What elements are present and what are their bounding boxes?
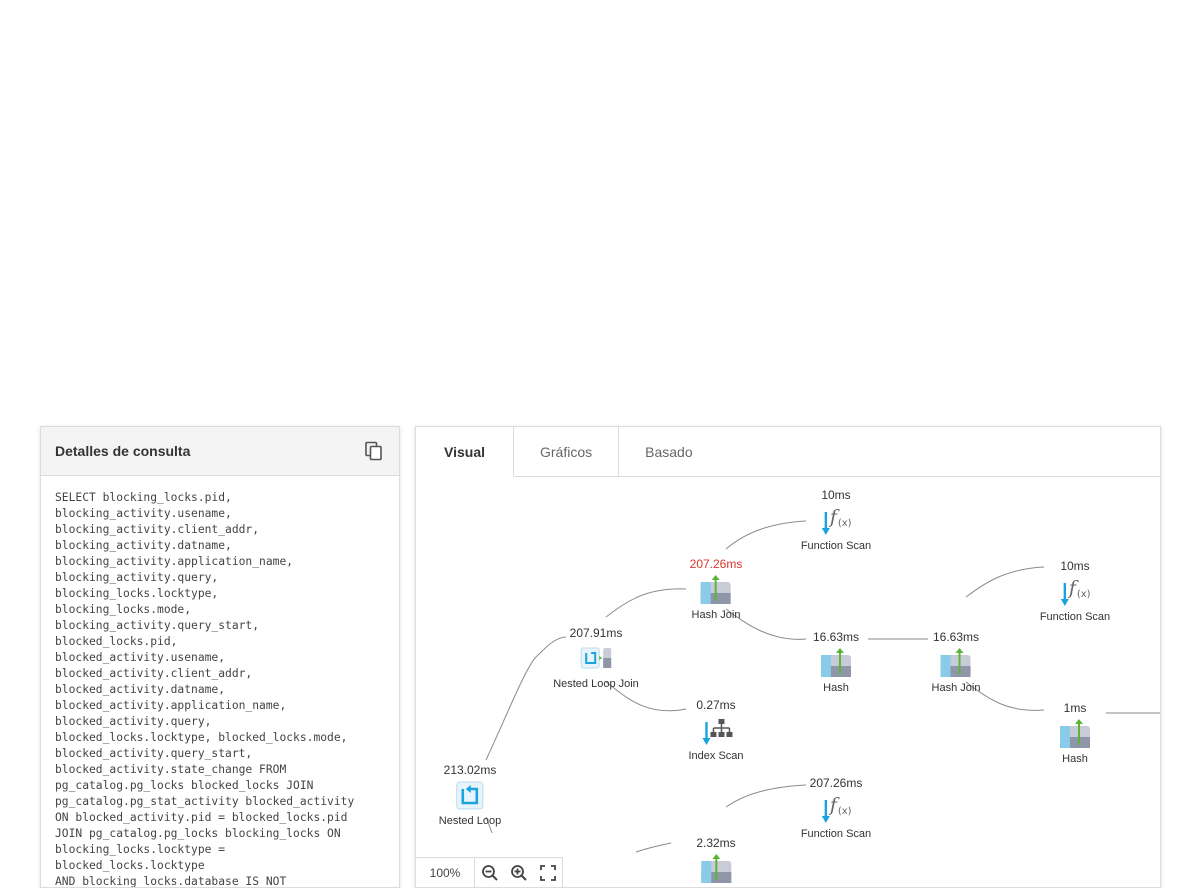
- node-time: 10ms: [1060, 559, 1090, 573]
- hash-icon: [1060, 719, 1090, 748]
- node-time: 213.02ms: [443, 763, 497, 777]
- copy-icon[interactable]: [363, 440, 385, 462]
- function-scan-icon: f (x): [821, 794, 852, 823]
- link: [725, 608, 807, 640]
- node-label: Hash Join: [691, 609, 741, 621]
- svg-text:f: f: [1067, 577, 1079, 599]
- tab-graficos[interactable]: Gráficos: [514, 427, 620, 476]
- node-label: Hash: [823, 682, 849, 694]
- function-scan-icon: f (x): [1060, 577, 1091, 606]
- plan-node-index-scan[interactable]: 0.27ms Index Scan: [688, 698, 743, 762]
- svg-text:(x): (x): [838, 806, 852, 817]
- node-time: 16.63ms: [932, 630, 980, 644]
- hash-join-icon: [700, 854, 731, 883]
- svg-text:f: f: [828, 506, 840, 528]
- link: [605, 681, 687, 712]
- svg-text:f: f: [828, 794, 840, 816]
- nested-loop-icon: [456, 781, 484, 810]
- plan-node-nested-loop[interactable]: 213.02ms Nested Loop: [439, 763, 501, 827]
- nested-loop-join-icon: [580, 647, 611, 669]
- plan-links: [485, 520, 1160, 853]
- function-scan-icon: f (x): [821, 506, 852, 535]
- plan-canvas[interactable]: 213.02ms Nested Loop 207.91ms Nested Loo…: [416, 477, 1160, 887]
- plan-node-hash-2[interactable]: 1ms Hash: [1057, 701, 1093, 765]
- plan-node-function-scan-3[interactable]: 207.26ms f (x) Function Scan: [801, 776, 871, 840]
- node-label: Hash: [1062, 753, 1088, 765]
- query-details-title: Detalles de consulta: [55, 443, 191, 459]
- tab-visual[interactable]: Visual: [416, 427, 514, 477]
- node-time: 0.27ms: [696, 698, 736, 712]
- fullscreen-icon[interactable]: [533, 858, 562, 887]
- node-label: Index Scan: [688, 750, 744, 762]
- node-time: 16.63ms: [812, 630, 860, 644]
- node-time: 10ms: [821, 488, 851, 502]
- execution-plan-panel: Visual Gráficos Basado 213.02ms: [415, 426, 1161, 888]
- zoom-in-icon[interactable]: [504, 858, 533, 887]
- plan-node-partial[interactable]: 2.32ms: [696, 836, 736, 886]
- plan-tabs: Visual Gráficos Basado: [416, 427, 1160, 477]
- node-time: 207.26ms: [809, 776, 863, 790]
- svg-text:(x): (x): [838, 518, 852, 529]
- zoom-out-icon[interactable]: [475, 858, 504, 887]
- link: [965, 681, 1045, 711]
- node-time: 207.91ms: [569, 626, 623, 640]
- sql-query-text: SELECT blocking_locks.pid, blocking_acti…: [55, 491, 355, 888]
- node-time: 2.32ms: [696, 836, 736, 850]
- node-label: Function Scan: [800, 828, 872, 840]
- query-details-panel: Detalles de consulta SELECT blocking_loc…: [40, 426, 400, 888]
- link: [635, 842, 672, 853]
- plan-node-function-scan-2[interactable]: 10ms f (x) Function Scan: [1040, 559, 1110, 623]
- plan-node-nested-loop-join[interactable]: 207.91ms Nested Loop Join: [553, 626, 639, 690]
- link: [725, 784, 807, 808]
- node-time: 1ms: [1063, 701, 1087, 715]
- plan-node-function-scan-1[interactable]: 10ms f (x) Function Scan: [801, 488, 871, 552]
- zoom-controls: 100%: [416, 857, 563, 887]
- link: [965, 566, 1045, 598]
- link: [485, 636, 567, 761]
- node-label: Function Scan: [1039, 611, 1111, 623]
- node-label: Nested Loop Join: [553, 678, 639, 690]
- link: [725, 520, 807, 550]
- hash-icon: [821, 648, 851, 677]
- link: [605, 588, 687, 618]
- zoom-level: 100%: [416, 858, 475, 887]
- index-scan-icon: [701, 719, 732, 745]
- link: [485, 816, 493, 834]
- plan-node-hash-1[interactable]: 16.63ms Hash: [813, 630, 859, 694]
- hash-join-icon: [700, 575, 731, 604]
- tab-basado[interactable]: Basado: [645, 443, 693, 460]
- node-label: Nested Loop: [438, 815, 502, 827]
- plan-node-hash-join-2[interactable]: 16.63ms Hash Join: [932, 630, 981, 694]
- node-label: Function Scan: [800, 540, 872, 552]
- node-label: Hash Join: [931, 682, 981, 694]
- svg-text:(x): (x): [1077, 589, 1091, 600]
- hash-join-icon: [940, 648, 971, 677]
- node-time: 207.26ms: [689, 557, 743, 571]
- plan-node-hash-join-1[interactable]: 207.26ms Hash Join: [690, 557, 743, 621]
- query-details-header: Detalles de consulta: [41, 427, 399, 476]
